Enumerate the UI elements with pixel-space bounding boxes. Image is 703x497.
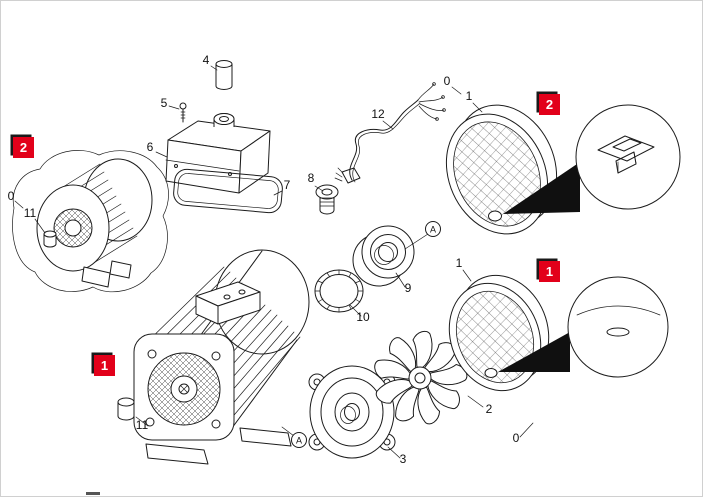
- part-label-cable-gland[interactable]: 8: [308, 171, 315, 185]
- hotspot-badge-housing-bottom[interactable]: 1: [536, 258, 561, 283]
- hotspot-badge-motor-label: 1: [101, 358, 108, 373]
- part-label-screw[interactable]: 5: [161, 96, 168, 110]
- screw: [179, 102, 187, 123]
- fan: [372, 330, 469, 427]
- hotspot-badge-stator[interactable]: 2: [10, 134, 35, 159]
- gasket: [173, 168, 283, 214]
- part-label-terminal-box[interactable]: 6: [147, 140, 154, 154]
- rubber-pin-stator: [43, 230, 57, 248]
- part-label-housing-top[interactable]: 1: [466, 89, 473, 103]
- part-label-housing-top-ref[interactable]: 0: [444, 74, 451, 88]
- detail-pointer-bottom: [498, 332, 570, 372]
- part-label-bearing[interactable]: 9: [405, 281, 412, 295]
- part-label-stator-pin[interactable]: 11: [24, 206, 37, 220]
- callout-a-top[interactable]: A: [425, 221, 441, 237]
- part-label-stator-ref[interactable]: 0: [8, 189, 15, 203]
- power-cable: [334, 82, 446, 184]
- part-label-gasket[interactable]: 7: [284, 178, 291, 192]
- leader-lines: [14, 65, 534, 459]
- callout-a-bottom[interactable]: A: [291, 432, 307, 448]
- detail-circle-top: [575, 104, 681, 210]
- part-label-housing-bottom[interactable]: 1: [456, 256, 463, 270]
- part-label-fan[interactable]: 2: [486, 402, 493, 416]
- hotspot-badge-housing-top[interactable]: 2: [536, 91, 561, 116]
- part-label-cable[interactable]: 12: [371, 107, 385, 121]
- part-label-ring[interactable]: 10: [356, 310, 370, 324]
- detail-circle-bottom: [567, 276, 669, 378]
- capacitor: [215, 60, 233, 90]
- cable-gland: [315, 184, 339, 215]
- stator-exploded-view: [12, 150, 169, 293]
- hotspot-badge-stator-label: 2: [20, 140, 27, 155]
- bearing-shield: [308, 365, 396, 459]
- hotspot-badge-housing-top-label: 2: [546, 97, 553, 112]
- part-label-bearing-shield[interactable]: 3: [400, 452, 407, 466]
- page-edge-mark: [86, 492, 100, 495]
- hotspot-badge-housing-bottom-label: 1: [546, 264, 553, 279]
- bearing: [352, 225, 415, 287]
- rubber-pin-motor: [117, 397, 135, 421]
- callout-a-bottom-label: A: [296, 436, 302, 446]
- terminal-box: [165, 113, 271, 194]
- part-label-fan-ref[interactable]: 0: [513, 431, 520, 445]
- callout-a-top-label: A: [430, 225, 436, 235]
- tolerance-ring: [314, 269, 364, 313]
- detail-pointer-top: [503, 162, 580, 214]
- motor-body: [133, 249, 310, 465]
- part-label-capacitor[interactable]: 4: [203, 53, 210, 67]
- hotspot-badge-motor[interactable]: 1: [91, 352, 116, 377]
- part-label-motor-pin[interactable]: 11: [136, 418, 149, 432]
